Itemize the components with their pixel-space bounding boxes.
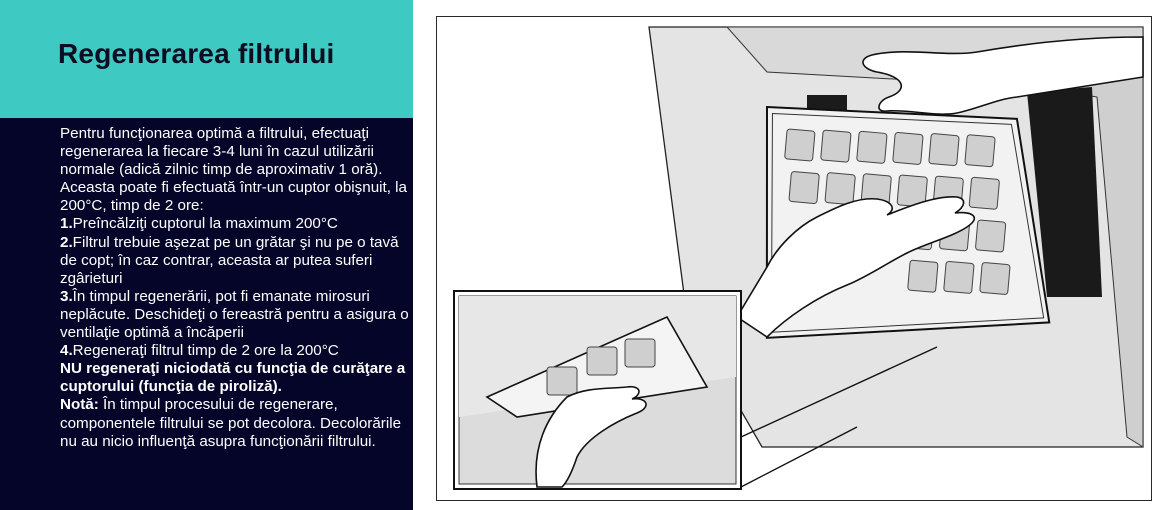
step-text: În timpul regenerării, pot fi emanate mi…: [60, 287, 409, 342]
lower-hand-icon: [735, 196, 976, 339]
instructions-text: Pentru funcţionarea optimă a filtrului, …: [60, 125, 410, 451]
filter-removal-drawing: [453, 26, 1144, 490]
step-text: Preîncălziţi cuptorul la maximum 200°C: [72, 215, 338, 233]
hand-on-filter-inset: [453, 290, 742, 490]
step-number: 2.: [60, 233, 73, 251]
step-1: 1.Preîncălziţi cuptorul la maximum 200°C: [60, 215, 410, 233]
step-2: 2.Filtrul trebuie aşezat pe un grătar şi…: [60, 234, 410, 288]
page-title: Regenerarea filtrului: [58, 38, 335, 69]
step-4: 4.Regeneraţi filtrul timp de 2 ore la 20…: [60, 342, 410, 360]
note-label: Notă:: [60, 396, 99, 414]
step-3: 3.În timpul regenerării, pot fi emanate …: [60, 288, 410, 342]
step-number: 3.: [60, 287, 73, 305]
step-text: Filtrul trebuie aşezat pe un grătar şi n…: [60, 233, 399, 287]
step-text: Regeneraţi filtrul timp de 2 ore la 200°…: [72, 342, 339, 360]
hands-removing-filter-illustration: [436, 16, 1152, 501]
instructions-body: Pentru funcţionarea optimă a filtrului, …: [0, 118, 413, 510]
intro-paragraph: Pentru funcţionarea optimă a filtrului, …: [60, 125, 407, 215]
title-band: Regenerarea filtrului: [0, 0, 413, 118]
step-number: 1.: [60, 215, 73, 233]
note: Notă: În timpul procesului de regenerare…: [60, 396, 410, 450]
note-text: În timpul procesului de regenerare, comp…: [60, 396, 402, 450]
warning-text: NU regeneraţi niciodată cu funcţia de cu…: [60, 360, 406, 396]
upper-hand-icon: [862, 36, 1144, 115]
step-number: 4.: [60, 342, 73, 360]
instructions-panel: Regenerarea filtrului Pentru funcţionare…: [0, 0, 413, 510]
